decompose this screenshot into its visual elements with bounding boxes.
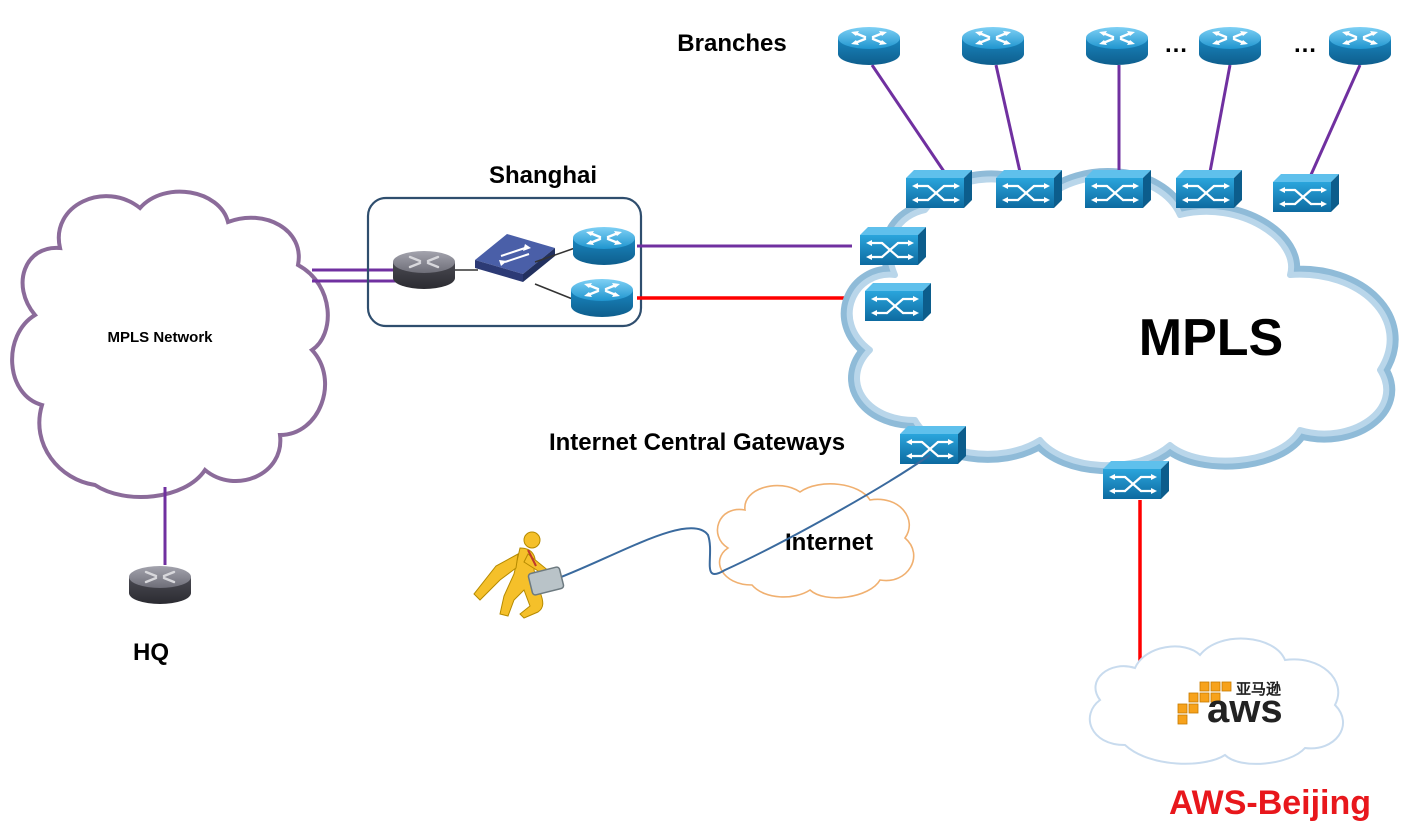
mpls-pe-switch-aws-icon — [1101, 459, 1171, 501]
aws-logo-word: aws — [1207, 687, 1283, 731]
mpls-pe-switch-1-icon — [904, 168, 974, 210]
branch-router-4-icon — [1197, 25, 1263, 67]
mpls-pe-switch-shanghai-top-icon — [858, 225, 928, 267]
branch-router-2-icon — [960, 25, 1026, 67]
aws-logo-icon: 亚马逊 aws — [1177, 680, 1283, 731]
hq-label: HQ — [133, 639, 169, 666]
mpls-pe-switch-3-icon — [1083, 168, 1153, 210]
shanghai-gray-router-icon — [391, 249, 457, 291]
mpls-network-cloud — [10, 189, 330, 499]
mpls-pe-switch-5-icon — [1271, 172, 1341, 214]
lan-switch-icon — [475, 234, 555, 282]
ellipsis-2: … — [1293, 31, 1317, 58]
mpls-network-label: MPLS Network — [107, 329, 213, 346]
internet-cloud — [716, 483, 915, 599]
shanghai-router-top-icon — [571, 225, 637, 267]
aws-logo-chinese: 亚马逊 — [1236, 680, 1281, 698]
aws-beijing-label: AWS-Beijing — [1169, 784, 1371, 822]
branches-label: Branches — [677, 30, 786, 57]
shanghai-label: Shanghai — [489, 162, 597, 189]
remote-vpn-link — [547, 454, 931, 583]
traveler-icon — [473, 531, 565, 619]
mpls-pe-switch-gateway-icon — [898, 424, 968, 466]
branch-router-5-icon — [1327, 25, 1393, 67]
shanghai-router-bottom-icon — [569, 277, 635, 319]
hq-router-icon — [127, 564, 193, 606]
branch-router-1-icon — [836, 25, 902, 67]
mpls-label: MPLS — [1139, 309, 1283, 367]
mpls-pe-switch-shanghai-bottom-icon — [863, 281, 933, 323]
mpls-cloud — [840, 168, 1399, 475]
shanghai-site-box — [366, 196, 643, 328]
internet-gateways-label: Internet Central Gateways — [549, 429, 845, 456]
mpls-pe-switch-4-icon — [1174, 168, 1244, 210]
mpls-pe-switch-2-icon — [994, 168, 1064, 210]
branch-router-3-icon — [1084, 25, 1150, 67]
ellipsis-1: … — [1164, 31, 1188, 58]
